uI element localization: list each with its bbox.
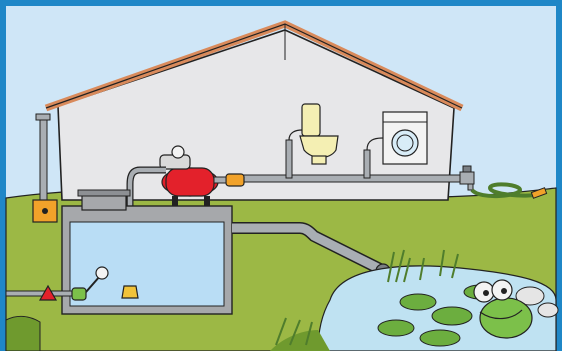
inlet-pipe (6, 291, 74, 296)
pump-outlet-pipe (214, 177, 226, 183)
bush-left (6, 316, 40, 351)
suction-filter-icon (122, 286, 138, 298)
overflow-box-port (42, 208, 48, 214)
inlet-valve (72, 288, 86, 300)
rainwater-tank-icon (62, 190, 232, 314)
filter-icon (226, 174, 244, 186)
washing-machine-icon (383, 112, 427, 164)
